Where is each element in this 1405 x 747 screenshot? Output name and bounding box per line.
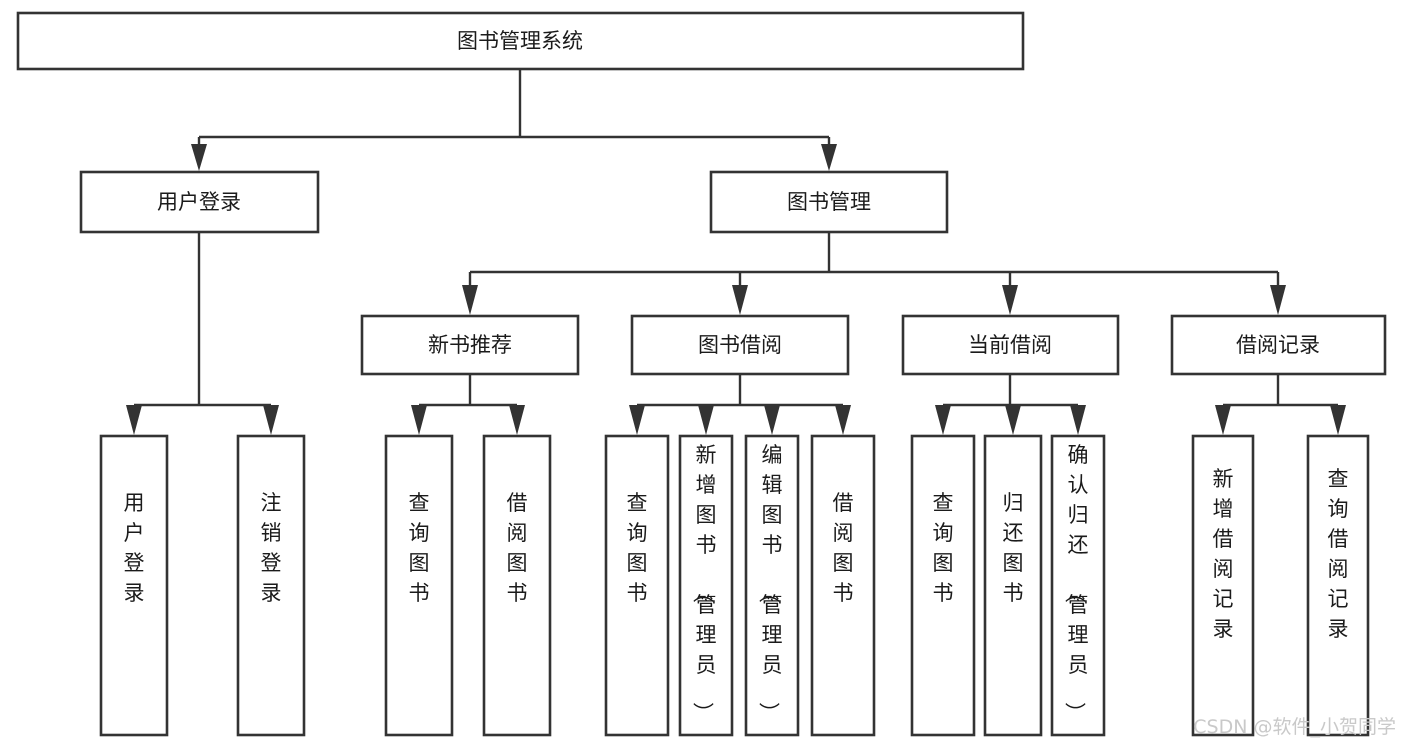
node-borrow-record[interactable]: 借阅记录 (1170, 314, 1387, 376)
node-leaf-logout-login-box[interactable] (236, 434, 306, 737)
node-book-borrow-label: 图书借阅 (698, 333, 782, 357)
arrowhead-leaf-return-book (1005, 405, 1021, 435)
node-new-book-recommend[interactable]: 新书推荐 (360, 314, 580, 376)
node-leaf-query-borrow-record-label: 查询借阅记录 (1328, 467, 1349, 641)
node-new-book-recommend-label: 新书推荐 (428, 333, 512, 357)
node-leaf-user-login-box[interactable] (99, 434, 169, 737)
node-root-label: 图书管理系统 (457, 29, 583, 53)
arrowhead-leaf-query-book-recommend (411, 405, 427, 435)
node-leaf-return-book-label: 归还图书 (1003, 491, 1024, 605)
node-root[interactable]: 图书管理系统 (16, 11, 1025, 71)
arrowhead-book-manage (821, 144, 837, 171)
node-leaf-borrow-book-borrow-box[interactable] (810, 434, 876, 737)
node-book-manage[interactable]: 图书管理 (709, 170, 949, 234)
node-leaf-user-login[interactable]: 用户登录 (99, 434, 169, 737)
arrowhead-leaf-query-borrow-record (1330, 405, 1346, 435)
node-current-borrow[interactable]: 当前借阅 (901, 314, 1120, 376)
node-leaf-query-book-recommend-label: 查询图书 (409, 491, 430, 605)
node-current-borrow-box[interactable] (901, 314, 1120, 376)
node-leaf-add-book-admin[interactable]: 新增图书（管理员） (678, 434, 734, 737)
node-leaf-confirm-return-admin[interactable]: 确认归还（管理员） (1050, 434, 1106, 737)
node-leaf-borrow-book-recommend[interactable]: 借阅图书 (482, 434, 552, 737)
node-leaf-query-borrow-record[interactable]: 查询借阅记录 (1306, 434, 1370, 737)
node-leaf-borrow-book-borrow-label: 借阅图书 (833, 491, 854, 605)
node-user-login[interactable]: 用户登录 (79, 170, 320, 234)
node-leaf-logout-login[interactable]: 注销登录 (236, 434, 306, 737)
node-borrow-record-label: 借阅记录 (1236, 333, 1320, 357)
node-leaf-query-book-current-box[interactable] (910, 434, 976, 737)
arrowhead-leaf-user-login (126, 405, 142, 435)
node-leaf-query-book-borrow[interactable]: 查询图书 (604, 434, 670, 737)
arrowhead-leaf-edit-book-admin (764, 405, 780, 435)
node-leaf-query-book-borrow-box[interactable] (604, 434, 670, 737)
node-leaf-edit-book-admin-box[interactable] (744, 434, 800, 737)
node-leaf-add-book-admin-label: 新增图书（管理员） (691, 443, 717, 723)
node-leaf-borrow-book-recommend-box[interactable] (482, 434, 552, 737)
node-book-borrow[interactable]: 图书借阅 (630, 314, 850, 376)
node-leaf-add-borrow-record[interactable]: 新增借阅记录 (1191, 434, 1255, 737)
node-user-login-box[interactable] (79, 170, 320, 234)
arrowhead-leaf-borrow-book-recommend (509, 405, 525, 435)
node-leaf-confirm-return-admin-box[interactable] (1050, 434, 1106, 737)
arrowhead-leaf-add-borrow-record (1215, 405, 1231, 435)
node-leaf-return-book-box[interactable] (983, 434, 1043, 737)
arrowhead-borrow-record (1270, 285, 1286, 315)
arrowhead-current-borrow (1002, 285, 1018, 315)
node-leaf-add-borrow-record-label: 新增借阅记录 (1213, 467, 1234, 641)
node-new-book-recommend-box[interactable] (360, 314, 580, 376)
node-book-manage-label: 图书管理 (787, 190, 871, 214)
node-leaf-query-book-current-label: 查询图书 (933, 491, 954, 605)
node-leaf-edit-book-admin-label: 编辑图书（管理员） (757, 443, 783, 723)
node-leaf-query-book-recommend[interactable]: 查询图书 (384, 434, 454, 737)
arrowhead-leaf-add-book-admin (698, 405, 714, 435)
node-current-borrow-label: 当前借阅 (968, 333, 1052, 357)
node-root-box[interactable] (16, 11, 1025, 71)
node-leaf-user-login-label: 用户登录 (124, 491, 145, 605)
node-leaf-borrow-book-recommend-label: 借阅图书 (507, 491, 528, 605)
node-leaf-edit-book-admin[interactable]: 编辑图书（管理员） (744, 434, 800, 737)
arrowhead-user-login (191, 144, 207, 171)
arrowhead-leaf-query-book-current (935, 405, 951, 435)
node-borrow-record-box[interactable] (1170, 314, 1387, 376)
arrowhead-leaf-confirm-return-admin (1070, 405, 1086, 435)
node-leaf-add-borrow-record-box[interactable] (1191, 434, 1255, 737)
node-leaf-query-book-current[interactable]: 查询图书 (910, 434, 976, 737)
node-book-manage-box[interactable] (709, 170, 949, 234)
node-leaf-confirm-return-admin-label: 确认归还（管理员） (1063, 443, 1089, 723)
node-leaf-borrow-book-borrow[interactable]: 借阅图书 (810, 434, 876, 737)
node-leaf-return-book[interactable]: 归还图书 (983, 434, 1043, 737)
node-user-login-label: 用户登录 (157, 190, 241, 214)
node-book-borrow-box[interactable] (630, 314, 850, 376)
node-leaf-add-book-admin-box[interactable] (678, 434, 734, 737)
arrowhead-leaf-logout-login (263, 405, 279, 435)
node-leaf-query-book-borrow-label: 查询图书 (627, 491, 648, 605)
arrowhead-leaf-borrow-book-borrow (835, 405, 851, 435)
node-leaf-query-book-recommend-box[interactable] (384, 434, 454, 737)
csdn-watermark: CSDN @软件_小贺同学 (1193, 716, 1396, 738)
node-leaf-query-borrow-record-box[interactable] (1306, 434, 1370, 737)
arrowhead-book-borrow (732, 285, 748, 315)
connector-layer (126, 69, 1346, 435)
arrowhead-leaf-query-book-borrow (629, 405, 645, 435)
arrowhead-new-book-recommend (462, 285, 478, 315)
node-leaf-logout-login-label: 注销登录 (261, 491, 282, 605)
